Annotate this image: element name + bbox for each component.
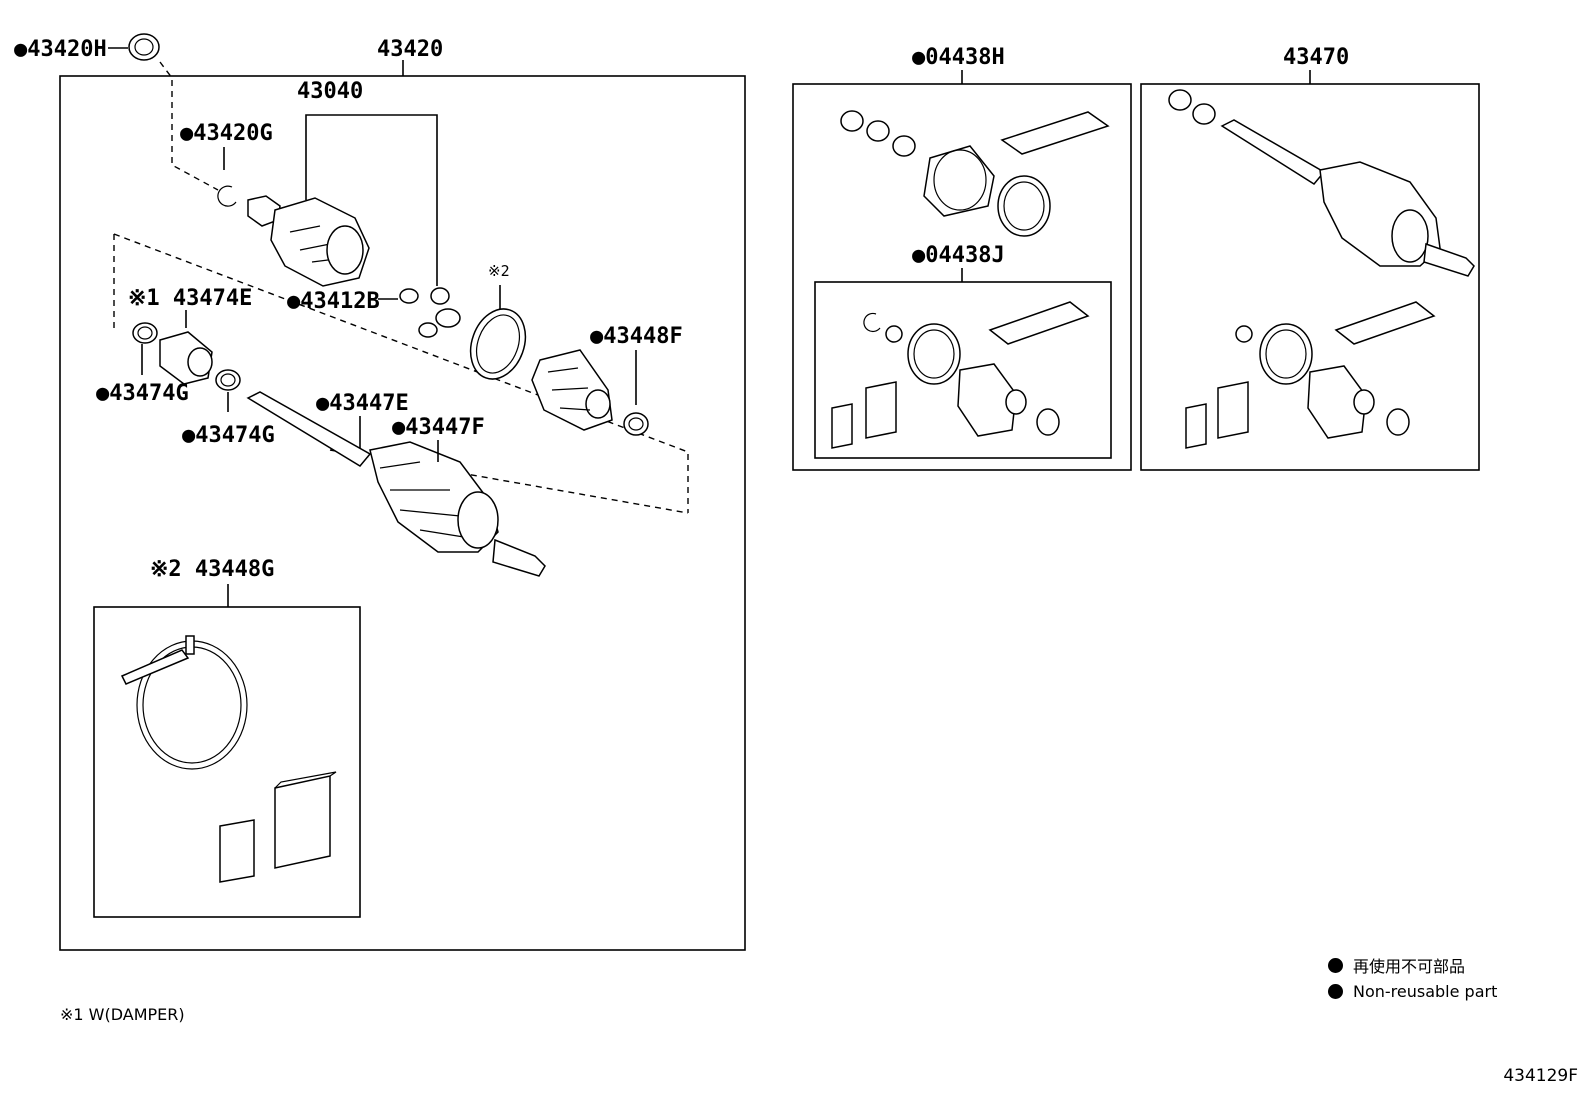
label-43448G: ※2 43448G <box>150 557 274 582</box>
band-kit-part <box>120 635 248 770</box>
drive-shaft-assembly-part <box>1168 89 1475 277</box>
label-04438H: ●04438H <box>912 45 1005 70</box>
label-43474G-a: ●43474G <box>96 381 189 406</box>
footnote: ※1 W(DAMPER) <box>60 1005 185 1024</box>
legend: 再使用不可部品 Non-reusable part <box>1328 952 1497 1004</box>
label-43420: 43420 <box>377 37 443 62</box>
boot-part <box>531 349 613 431</box>
kit-box-04438J <box>814 281 1112 459</box>
drive-shaft-part <box>246 391 546 577</box>
bullet-icon <box>1328 957 1343 973</box>
label-43474G-b: ●43474G <box>182 423 275 448</box>
ring-part <box>399 288 419 304</box>
clamp-part-2 <box>215 369 241 391</box>
boot-kit-43470-part <box>1185 301 1436 449</box>
small-clamp-part <box>623 412 649 436</box>
boot-kit-h-part <box>840 110 1110 237</box>
label-04438J: ●04438J <box>912 243 1005 268</box>
assembly-box-43470 <box>1140 83 1480 471</box>
tripod-part <box>418 287 461 338</box>
label-43447F: ●43447F <box>392 415 485 440</box>
kit-box-43448G <box>93 606 361 918</box>
label-43474E: ※1 43474E <box>128 286 252 311</box>
label-43420H: ●43420H <box>14 37 107 62</box>
label-43420G: ●43420G <box>180 121 273 146</box>
boot-band-part <box>469 308 527 380</box>
snap-ring-part <box>217 185 237 207</box>
kit-box-04438H <box>792 83 1132 471</box>
legend-en: Non-reusable part <box>1353 981 1498 1001</box>
document-id: 434129F <box>1503 1066 1578 1086</box>
label-43470: 43470 <box>1283 45 1349 70</box>
boot-kit-j-part <box>831 301 1090 449</box>
dust-seal-part <box>128 33 160 61</box>
label-sheets-part <box>219 771 337 883</box>
label-43040: 43040 <box>297 79 363 104</box>
label-43448F: ●43448F <box>590 324 683 349</box>
damper-part <box>159 331 213 385</box>
note-2-marker: ※2 <box>488 262 510 280</box>
legend-jp: 再使用不可部品 <box>1353 957 1466 976</box>
label-43412B: ●43412B <box>287 289 380 314</box>
bullet-icon <box>1328 983 1343 999</box>
inboard-joint-housing-part <box>247 195 370 287</box>
label-43447E: ●43447E <box>316 391 409 416</box>
clamp-part <box>132 322 158 344</box>
